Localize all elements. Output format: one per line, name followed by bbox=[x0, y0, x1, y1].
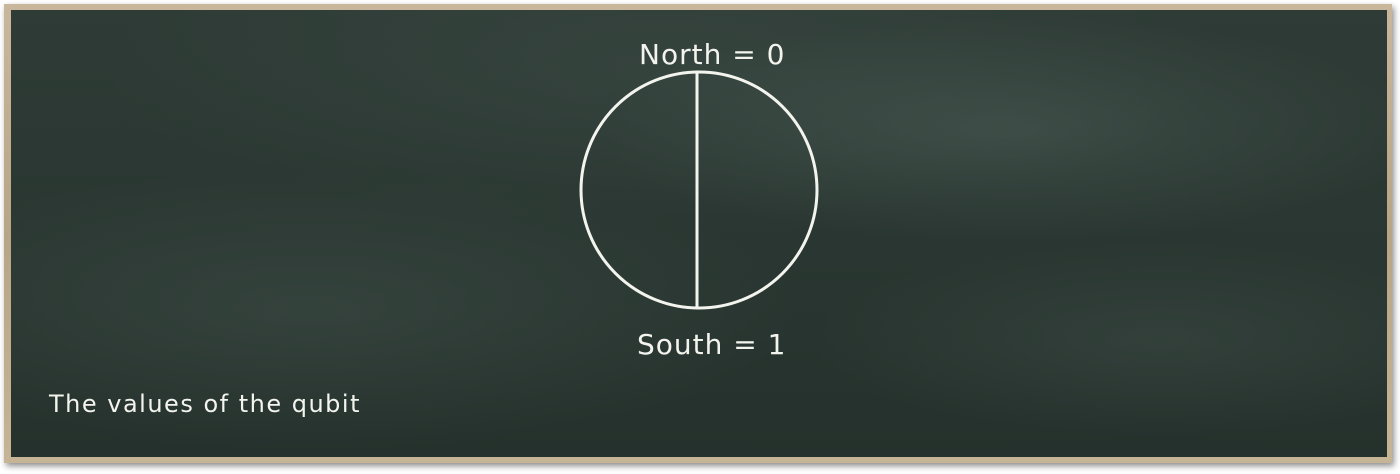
chalkboard: North = 0 South = 1 The values of the qu… bbox=[11, 10, 1387, 457]
south-label: South = 1 bbox=[637, 328, 787, 361]
caption: The values of the qubit bbox=[49, 390, 361, 418]
qubit-circle bbox=[579, 70, 819, 310]
north-label: North = 0 bbox=[639, 38, 786, 71]
qubit-circle-diagram bbox=[579, 70, 819, 310]
